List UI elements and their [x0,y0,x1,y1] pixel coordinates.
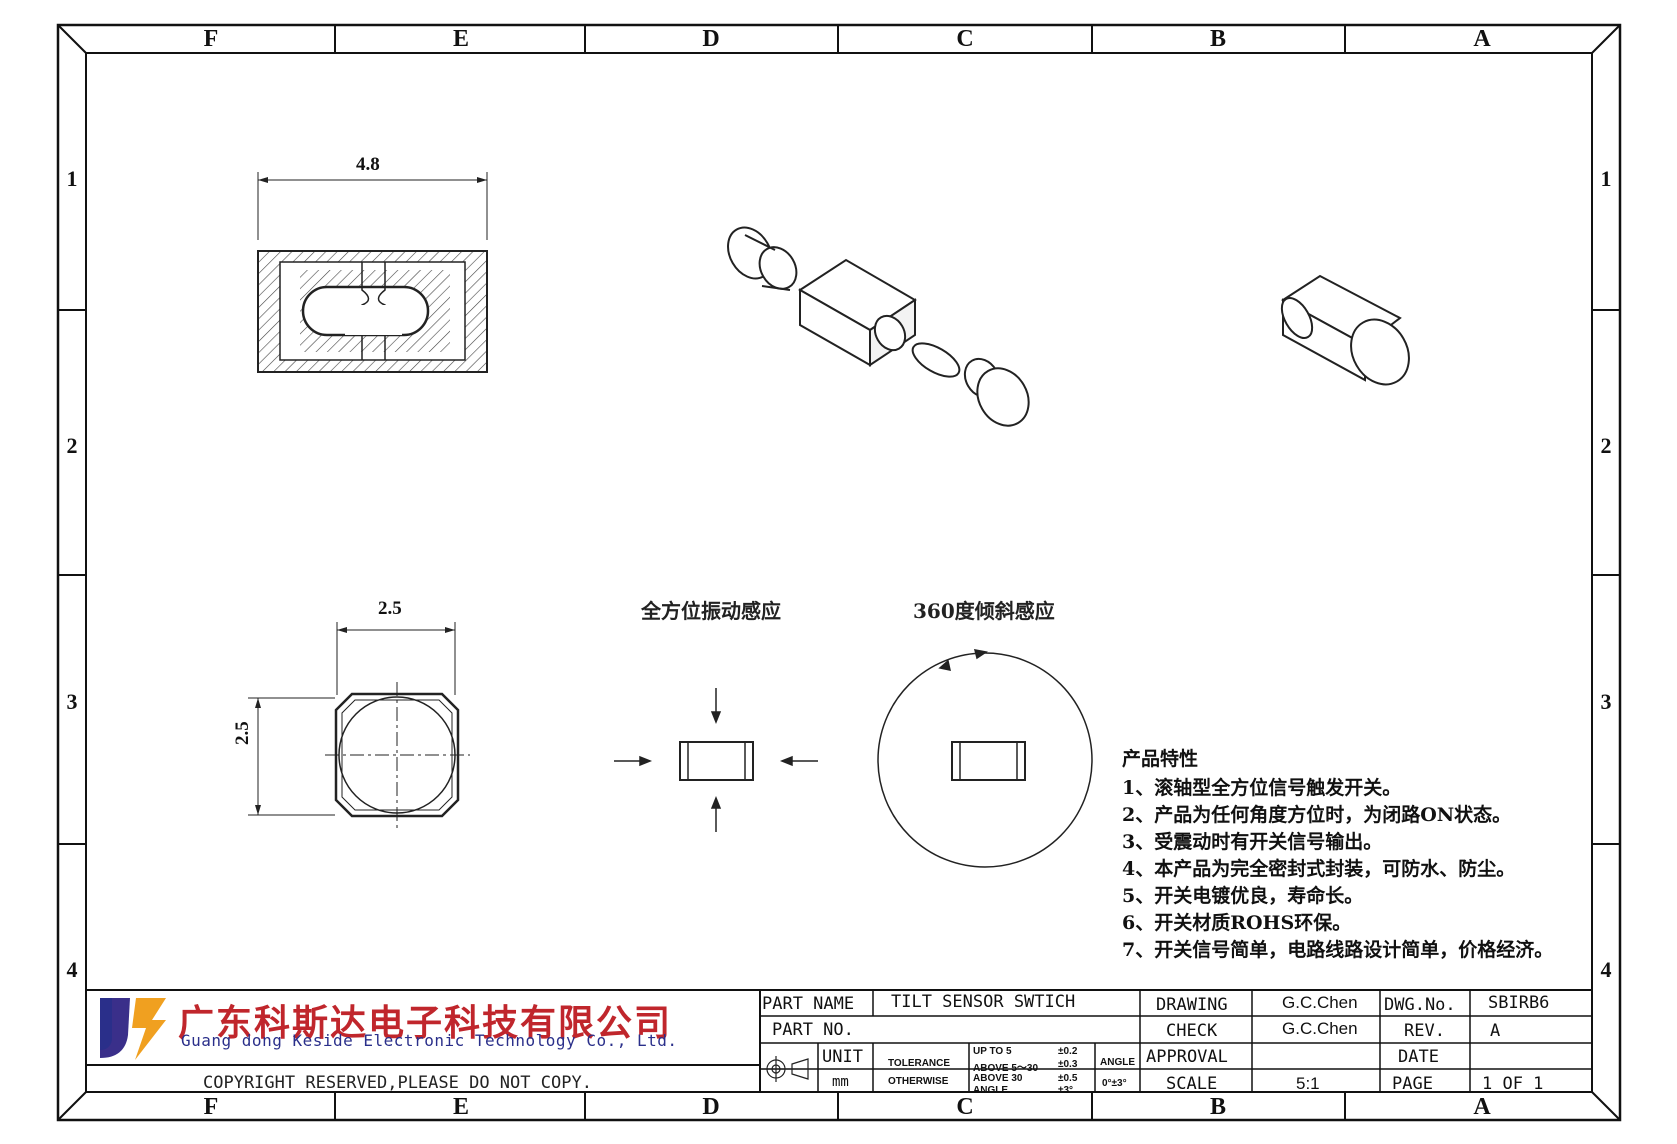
product-features: 产品特性 1、滚轴型全方位信号触发开关。 2、产品为任何角度方位时，为闭路ON状… [1122,744,1582,964]
otherwise-label: OTHERWISE [888,1076,949,1087]
page-label: PAGE [1392,1074,1433,1094]
assembled-view [1280,274,1410,386]
company-name-cn: 广东科斯达电子科技有限公司 [178,1003,673,1044]
scale-value: 5:1 [1296,1074,1320,1093]
part-name-label: PART NAME [762,994,855,1014]
rev-label: REV. [1404,1021,1445,1041]
feature-item: 5、开关电镀优良，寿命长。 [1122,885,1364,907]
dwg-no-value: SBIRB6 [1488,993,1550,1013]
caption-vibration: 全方位振动感应 [641,599,781,623]
rev-value: A [1490,1021,1501,1041]
page-value: 1 OF 1 [1482,1074,1544,1094]
features-title: 产品特性 [1122,748,1199,770]
vibration-diagram [614,688,818,832]
grid-col-A-bottom: A [1473,1094,1491,1120]
tolerance-row-3-value: ±0.5 [1058,1073,1078,1084]
grid-col-F-top: F [203,26,219,52]
feature-item: 3、受震动时有开关信号输出。 [1122,831,1383,853]
section-view [257,172,488,373]
dimension-width: 2.5 [378,598,402,619]
dwg-no-label: DWG.No. [1384,995,1456,1015]
front-view [248,622,470,828]
feature-item: 6、开关材质ROHS环保。 [1122,912,1352,934]
copyright-notice: COPYRIGHT RESERVED,PLEASE DO NOT COPY. [203,1073,592,1093]
grid-col-D-top: D [702,26,720,52]
tolerance-row-4: ANGLE [973,1085,1008,1096]
caption-tilt: 360度倾斜感应 [913,599,1055,623]
angle-value: 0°±3° [1102,1078,1127,1089]
company-logo-icon [100,998,166,1060]
check-label: CHECK [1166,1021,1218,1041]
grid-row-4-left: 4 [66,957,78,982]
approval-label: APPROVAL [1146,1047,1228,1067]
drawing-value: G.C.Chen [1282,993,1358,1012]
grid-col-B-bottom: B [1209,1094,1226,1120]
grid-col-D-bottom: D [702,1094,720,1120]
grid-col-B-top: B [1209,26,1226,52]
grid-col-E-top: E [452,26,469,52]
grid-row-1-right: 1 [1600,166,1612,191]
grid-row-3-left: 3 [66,689,78,714]
tilt-diagram [877,649,1093,868]
tolerance-row-2: ABOVE 5～30 [973,1063,1039,1074]
grid-col-C-top: C [956,26,974,52]
grid-row-3-right: 3 [1600,689,1612,714]
grid-row-4-right: 4 [1600,957,1612,982]
drawing-label: DRAWING [1156,995,1228,1015]
feature-item: 7、开关信号简单，电路线路设计简单，价格经济。 [1122,939,1554,961]
part-no-label: PART NO. [772,1020,854,1040]
angle-label: ANGLE [1100,1057,1135,1068]
grid-row-2-left: 2 [66,433,78,458]
dimension-length: 4.8 [356,154,380,175]
projection-symbol-icon [762,1056,809,1082]
tolerance-row-1: UP TO 5 [973,1046,1012,1057]
tolerance-row-2-value: ±0.3 [1058,1059,1078,1070]
dimension-height: 2.5 [232,721,253,745]
company-name-en: Guang dong Keside Electronic Technology … [181,1031,678,1050]
tolerance-label: TOLERANCE [888,1058,951,1069]
exploded-view [727,226,1030,427]
date-label: DATE [1398,1047,1439,1067]
grid-col-C-bottom: C [956,1094,974,1120]
sheet-frame [56,23,1622,1122]
tolerance-row-3: ABOVE 30 [973,1073,1023,1084]
grid-row-1-left: 1 [66,166,78,191]
check-value: G.C.Chen [1282,1019,1358,1038]
feature-item: 2、产品为任何角度方位时，为闭路ON状态。 [1122,804,1512,826]
scale-label: SCALE [1166,1074,1218,1094]
grid-col-A-top: A [1473,26,1491,52]
grid-col-F-bottom: F [203,1094,219,1120]
tolerance-row-4-value: ±3° [1058,1085,1074,1096]
title-block [86,989,1592,1092]
part-name-value: TILT SENSOR SWTICH [891,992,1076,1012]
unit-value: mm [832,1074,849,1090]
grid-col-E-bottom: E [452,1094,469,1120]
grid-row-2-right: 2 [1600,433,1612,458]
unit-label: UNIT [822,1047,863,1067]
tolerance-row-1-value: ±0.2 [1058,1046,1078,1057]
feature-item: 1、滚轴型全方位信号触发开关。 [1122,777,1402,799]
feature-item: 4、本产品为完全密封式封装，可防水、防尘。 [1122,858,1516,880]
